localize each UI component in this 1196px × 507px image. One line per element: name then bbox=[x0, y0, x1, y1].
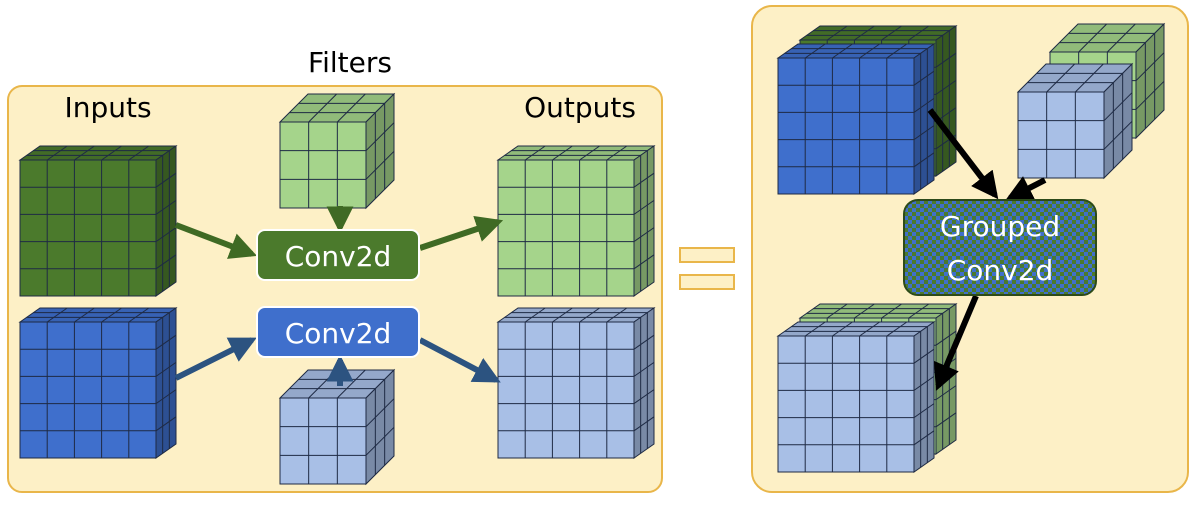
filter-cube-blue bbox=[278, 368, 396, 486]
right-output-cube-blue-front bbox=[777, 335, 915, 473]
right-input-cube-blue-front bbox=[777, 57, 915, 195]
arrow-input-blue-to-conv bbox=[174, 337, 257, 381]
output-cube-blue bbox=[496, 307, 656, 459]
arrow-input-green-to-conv bbox=[174, 222, 258, 259]
input-cube-blue-front bbox=[19, 321, 157, 459]
output-cube-green-top bbox=[496, 145, 656, 161]
inputs-label: Inputs bbox=[64, 91, 151, 124]
filter-cube-blue-front bbox=[279, 397, 367, 485]
conv2d-blue-box bbox=[256, 306, 420, 358]
arrow-right-input-to-grouped bbox=[927, 108, 999, 200]
filters-label: Filters bbox=[308, 46, 392, 79]
conv2d-green-label: Conv2d bbox=[285, 240, 392, 273]
right-input-cube-blue-top bbox=[776, 43, 936, 59]
output-cube-blue-side bbox=[633, 307, 655, 459]
input-cube-blue-side bbox=[155, 307, 177, 459]
right-filter-cube-blue bbox=[1016, 62, 1134, 180]
right-output-cube-blue-side bbox=[913, 321, 935, 473]
grouped-conv2d-box bbox=[903, 199, 1097, 296]
input-cube-green bbox=[18, 145, 178, 297]
right-output-cube-blue bbox=[776, 321, 936, 473]
right-output-cube-green-back-top bbox=[798, 303, 958, 319]
input-cube-green-front bbox=[19, 159, 157, 297]
conv2d-blue-label: Conv2d bbox=[285, 317, 392, 350]
outputs-label: Outputs bbox=[524, 91, 636, 124]
equals-sign bbox=[679, 247, 735, 290]
input-cube-blue-top bbox=[18, 307, 178, 323]
output-cube-green bbox=[496, 145, 656, 297]
input-cube-green-top bbox=[18, 145, 178, 161]
cube-layer bbox=[18, 22, 1166, 486]
conv2d-green-box bbox=[256, 229, 420, 281]
input-cube-green-side bbox=[155, 145, 177, 297]
right-filter-cube-blue-front bbox=[1017, 91, 1105, 179]
output-cube-green-front bbox=[497, 159, 635, 297]
output-cube-blue-top bbox=[496, 307, 656, 323]
right-output-cube-blue-top bbox=[776, 321, 936, 337]
output-cube-green-side bbox=[633, 145, 655, 297]
filter-cube-green bbox=[278, 92, 396, 210]
right-input-cube-green-back-side bbox=[935, 25, 957, 177]
arrow-grouped-to-output bbox=[933, 294, 979, 391]
arrow-right-filter-to-grouped bbox=[1005, 176, 1047, 201]
filter-cube-green-front bbox=[279, 121, 367, 209]
grouped-conv2d-label-line1: Grouped bbox=[940, 210, 1060, 243]
input-cube-blue bbox=[18, 307, 178, 459]
arrow-conv-to-output-blue bbox=[418, 337, 501, 383]
arrow-conv-to-output-green bbox=[419, 216, 504, 251]
output-cube-blue-front bbox=[497, 321, 635, 459]
right-input-cube-blue bbox=[776, 43, 936, 195]
right-input-cube-green-back-top bbox=[798, 25, 958, 41]
grouped-conv2d-label-line2: Conv2d bbox=[947, 254, 1054, 287]
right-input-cube-blue-side bbox=[913, 43, 935, 195]
